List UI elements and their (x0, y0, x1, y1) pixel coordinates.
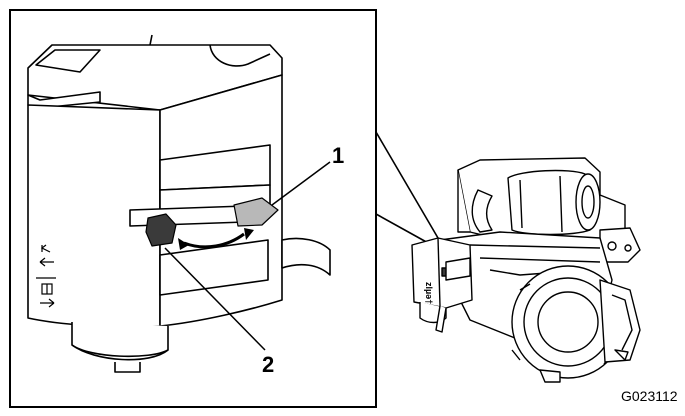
engine-overview (411, 157, 641, 383)
engine-decal-text: zlµə† (424, 282, 434, 304)
figure-id: G023112 (621, 388, 678, 404)
valve-lever-closed (145, 213, 177, 247)
callout-1-label: 1 (332, 143, 344, 168)
lever-motion-arrow-icon (178, 228, 254, 250)
callout-leaders (164, 161, 331, 351)
callout-2-label: 2 (262, 352, 274, 377)
side-decal-icons (36, 244, 56, 308)
detail-inset: 1 2 (9, 9, 377, 408)
zoom-guide-lines (375, 131, 439, 245)
valve-lever-open (233, 197, 279, 227)
